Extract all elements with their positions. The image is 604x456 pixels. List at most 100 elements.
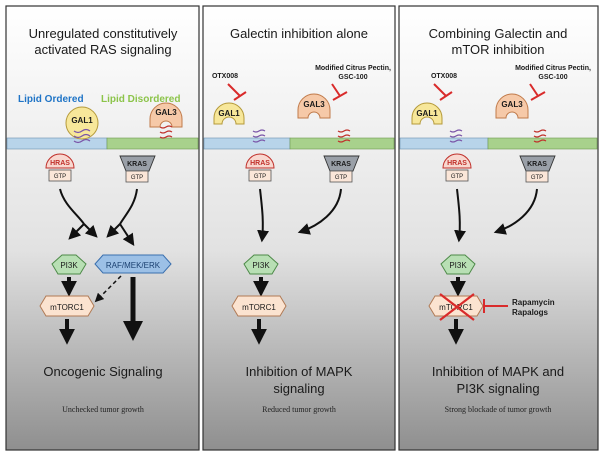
panel-2-pi3k-label: PI3K xyxy=(252,261,270,270)
panel-3-kras-gtp-label: GTP xyxy=(531,175,543,181)
panel-2-kras-arrow xyxy=(297,188,342,235)
gal3-protein xyxy=(149,102,183,128)
panel-1-outcome: Oncogenic Signaling xyxy=(43,364,162,379)
panel-2-membrane-ordered xyxy=(203,137,291,150)
panel-3-hras-gtp-label: GTP xyxy=(451,174,463,180)
panel-3-kras-label: KRAS xyxy=(527,161,547,168)
panel-1 xyxy=(5,5,200,451)
panel-3-caption: Strong blockade of tumor growth xyxy=(445,405,552,414)
panel-3-hras-to-pi3k-arrow xyxy=(454,188,467,243)
panel-2-membrane-disordered xyxy=(289,137,395,150)
panel-3-hras-anchor xyxy=(449,129,463,143)
panel-2-hras-anchor xyxy=(252,129,266,143)
panel-3-gal3-label: GAL3 xyxy=(501,100,523,109)
panel-2-pi3k-node xyxy=(243,254,279,275)
hras-to-pi3k-arrow xyxy=(68,223,85,240)
panel-3-otx008-inhibition-symbol xyxy=(433,83,453,101)
kras-arrow-branch xyxy=(119,188,138,225)
hras-arrow-branch xyxy=(59,188,85,225)
panel-2-gal1-protein xyxy=(213,102,245,125)
panel-2-kras-gtp-label: GTP xyxy=(335,175,347,181)
panel-2-kras-protein xyxy=(323,155,360,172)
panel-2-hras-gtp-label: GTP xyxy=(254,174,266,180)
raf-mek-erk-node xyxy=(94,254,172,274)
mtorc1-node xyxy=(39,295,95,317)
panel-2-otx008-inhibition-symbol xyxy=(227,83,247,101)
kras-gtp-label: GTP xyxy=(131,175,143,181)
lipid-ordered-label: Lipid Ordered xyxy=(18,94,84,105)
pi3k-label: PI3K xyxy=(60,261,78,270)
panel-2-outcome-line2: signaling xyxy=(273,381,324,396)
membrane-lipid-ordered xyxy=(6,137,108,150)
gal3-label: GAL3 xyxy=(155,108,177,117)
panel-3-pi3k-label: PI3K xyxy=(449,261,467,270)
panel-3-mcp-inhibition-symbol xyxy=(529,83,546,101)
panel-3-outcome-line2: PI3K signaling xyxy=(456,381,539,396)
panel-2-content: Galectin inhibition alone OTX008 Modifie… xyxy=(203,26,395,414)
panel-3-gal1-label: GAL1 xyxy=(416,109,438,118)
kras-to-left-arrow xyxy=(106,223,121,238)
panel-3-membrane-ordered xyxy=(399,137,489,150)
panel-3-gal1-protein xyxy=(411,102,443,125)
kras-protein xyxy=(119,155,156,172)
panel-1-caption: Unchecked tumor growth xyxy=(62,405,144,414)
panel-3-kras-arrow xyxy=(493,188,538,235)
panel-3-kras-gtp-box xyxy=(525,170,549,183)
panel-2-caption: Reduced tumor growth xyxy=(262,405,336,414)
panel-2-kras-anchor xyxy=(337,129,351,143)
panel-1-content: Unregulated constitutively activated RAS… xyxy=(6,26,199,414)
raf-mek-erk-label: RAF/MEK/ERK xyxy=(106,261,161,270)
panel-2-gal1-label: GAL1 xyxy=(218,109,240,118)
panel-2-inhibitor-mcp-line1: Modified Citrus Pectin, xyxy=(315,65,391,72)
panel-3-pi3k-node xyxy=(440,254,476,275)
raf-to-mtorc1-dashed-arrow xyxy=(94,275,122,303)
panel-3-drug-rapamycin: Rapamycin xyxy=(512,298,555,307)
panel-2-outcome-line1: Inhibition of MAPK xyxy=(246,364,353,379)
panel-3-membrane-disordered xyxy=(487,137,598,150)
panel-1-title-line2: activated RAS signaling xyxy=(34,42,171,57)
mtorc1-label: mTORC1 xyxy=(50,303,84,312)
panel-3-gal3-protein xyxy=(495,93,529,119)
hras-to-raf-arrow xyxy=(83,223,98,238)
panel-2-hras-protein xyxy=(245,153,275,169)
kras-gtp-box xyxy=(125,170,149,183)
panel-3-hras-label: HRAS xyxy=(447,160,467,167)
panel-3-mtorc1-blocked-cross xyxy=(439,293,475,321)
panel-2-mtorc1-label: mTORC1 xyxy=(242,303,276,312)
lipid-disordered-label: Lipid Disordered xyxy=(101,94,180,105)
hras-gtp-label: GTP xyxy=(54,174,66,180)
panel-2-kras-label: KRAS xyxy=(331,161,351,168)
gal1-label: GAL1 xyxy=(71,116,93,125)
panel-2-kras-gtp-box xyxy=(329,170,353,183)
panel-2-mtorc1-node xyxy=(231,295,287,317)
panel-2-inhibitor-mcp-line2: GSC-100 xyxy=(338,74,367,81)
panel-2-inhibitor-otx008: OTX008 xyxy=(212,73,238,80)
hras-label: HRAS xyxy=(50,160,70,167)
pi3k-node xyxy=(51,254,87,275)
kras-label: KRAS xyxy=(127,161,147,168)
panel-2-gal3-label: GAL3 xyxy=(303,100,325,109)
panel-3-title-line1: Combining Galectin and xyxy=(429,26,568,41)
panel-2-mcp-inhibition-symbol xyxy=(331,83,348,101)
hras-gtp-box xyxy=(48,169,72,182)
panel-3-hras-gtp-box xyxy=(445,169,469,182)
kras-to-raf-arrow xyxy=(119,223,135,247)
panel-3-inhibitor-mcp-line1: Modified Citrus Pectin, xyxy=(515,65,591,72)
panel-3-drug-rapalogs: Rapalogs xyxy=(512,308,549,317)
panel-3-content: Combining Galectin and mTOR inhibition O… xyxy=(399,26,598,414)
gal1-lipid-anchor xyxy=(73,128,91,144)
gal3-lipid-anchor xyxy=(159,125,173,139)
panel-2-hras-label: HRAS xyxy=(250,160,270,167)
panel-3-inhibitor-mcp-line2: GSC-100 xyxy=(538,74,567,81)
panel-2-hras-gtp-box xyxy=(248,169,272,182)
panel-3-kras-protein xyxy=(519,155,556,172)
panel-3-outcome-line1: Inhibition of MAPK and xyxy=(432,364,564,379)
membrane-lipid-disordered xyxy=(106,137,199,150)
panel-3-kras-anchor xyxy=(533,129,547,143)
panel-2-hras-to-pi3k-arrow xyxy=(257,188,270,243)
panel-3-title-line2: mTOR inhibition xyxy=(452,42,545,57)
panel-2-gal3-protein xyxy=(297,93,331,119)
panel-3-hras-protein xyxy=(442,153,472,169)
